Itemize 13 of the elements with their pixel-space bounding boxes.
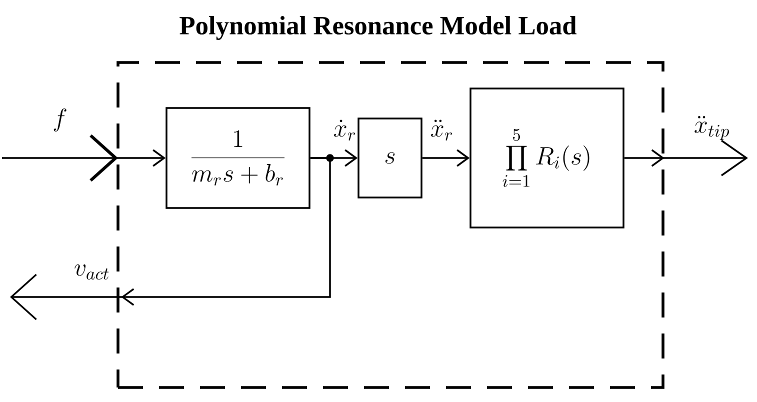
edge-label: $f$ <box>54 108 66 132</box>
transfer-function-box: $\prod_{i=1}^{5} R_i(s)$ <box>470 88 624 228</box>
title: Polynomial Resonance Model Load <box>180 16 576 40</box>
edge-label: $\ddot{x}_r$ <box>431 120 452 140</box>
arrow <box>2 134 166 182</box>
transfer-function-box: $s$ <box>358 118 422 198</box>
transfer-function-box: $\frac{1}{m_r s+b_r}$ <box>166 107 310 209</box>
edge-label: $\dot{x}_r$ <box>334 120 356 140</box>
edge-label: $v_{act}$ <box>74 264 109 280</box>
arrow <box>624 140 748 176</box>
arrow <box>10 157 331 320</box>
edge-label: $\ddot{x}_{tip}$ <box>694 116 729 140</box>
arrow <box>422 149 470 167</box>
